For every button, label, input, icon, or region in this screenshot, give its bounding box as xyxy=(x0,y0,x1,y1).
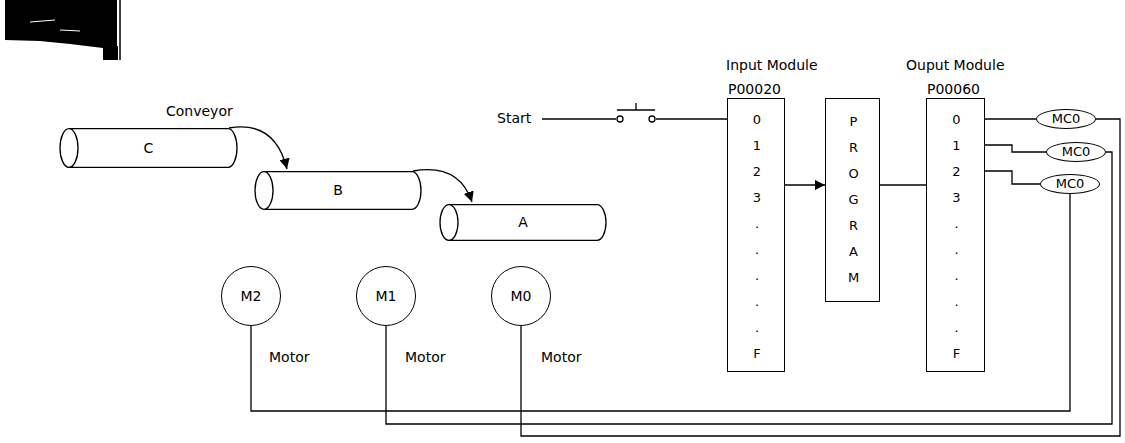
connector xyxy=(386,152,1112,424)
conveyor-label: Conveyor xyxy=(165,103,234,120)
connector xyxy=(985,118,1036,119)
connector xyxy=(985,171,1040,184)
motor-label: Motor xyxy=(540,349,582,366)
motor-label: Motor xyxy=(404,349,446,366)
hopper-edge xyxy=(119,0,121,60)
coil-name: MC0 xyxy=(1056,176,1085,192)
connector xyxy=(880,184,926,185)
pin-numbers: 0 1 2 3 . . . . . F xyxy=(751,107,763,367)
contactor-coil: MC0 xyxy=(1036,109,1096,129)
conveyor-name: C xyxy=(144,140,154,157)
motor-label: Motor xyxy=(268,349,310,366)
module-heading: Ouput Module xyxy=(906,57,1005,74)
motor-circle: M2 xyxy=(221,266,281,326)
motor-name: M1 xyxy=(376,288,397,305)
hopper xyxy=(5,0,118,60)
conveyor-shape xyxy=(440,205,606,241)
conveyor-name: B xyxy=(333,182,343,199)
contactor-coil: MC0 xyxy=(1046,142,1106,162)
hopper-marks xyxy=(30,20,80,31)
conveyor-belt: A xyxy=(440,204,606,241)
contactor-coil: MC0 xyxy=(1040,174,1100,194)
coil-name: MC0 xyxy=(1052,111,1081,127)
motor-name: M0 xyxy=(511,288,532,305)
module-address: P00020 xyxy=(728,81,781,98)
motor-circle: M1 xyxy=(356,266,416,326)
module-address: P00060 xyxy=(927,81,980,98)
module-heading: Input Module xyxy=(726,57,818,74)
conveyor-name: A xyxy=(518,214,528,231)
connector xyxy=(413,170,472,202)
connector xyxy=(251,194,1070,411)
conveyor-shape xyxy=(255,172,421,210)
program-letters: P R O G R A M xyxy=(848,109,860,291)
conveyor-shape xyxy=(60,129,237,168)
connector xyxy=(985,145,1046,152)
pin-numbers: 0 1 2 3 . . . . . F xyxy=(951,107,963,367)
conveyor-belt: C xyxy=(60,128,237,168)
input-module: Input ModuleP000200 1 2 3 . . . . . F xyxy=(727,98,785,372)
connector xyxy=(521,119,1120,436)
program-box: P R O G R A M xyxy=(825,98,880,302)
output-module: Ouput ModuleP000600 1 2 3 . . . . . F xyxy=(926,98,985,372)
connector xyxy=(785,184,825,185)
motor-name: M2 xyxy=(241,288,262,305)
switch-label: Start xyxy=(496,110,532,127)
motor-circle: M0 xyxy=(491,266,551,326)
start-switch xyxy=(542,103,727,122)
coil-name: MC0 xyxy=(1062,144,1091,160)
connector xyxy=(229,127,287,169)
conveyor-belt: B xyxy=(255,171,421,210)
